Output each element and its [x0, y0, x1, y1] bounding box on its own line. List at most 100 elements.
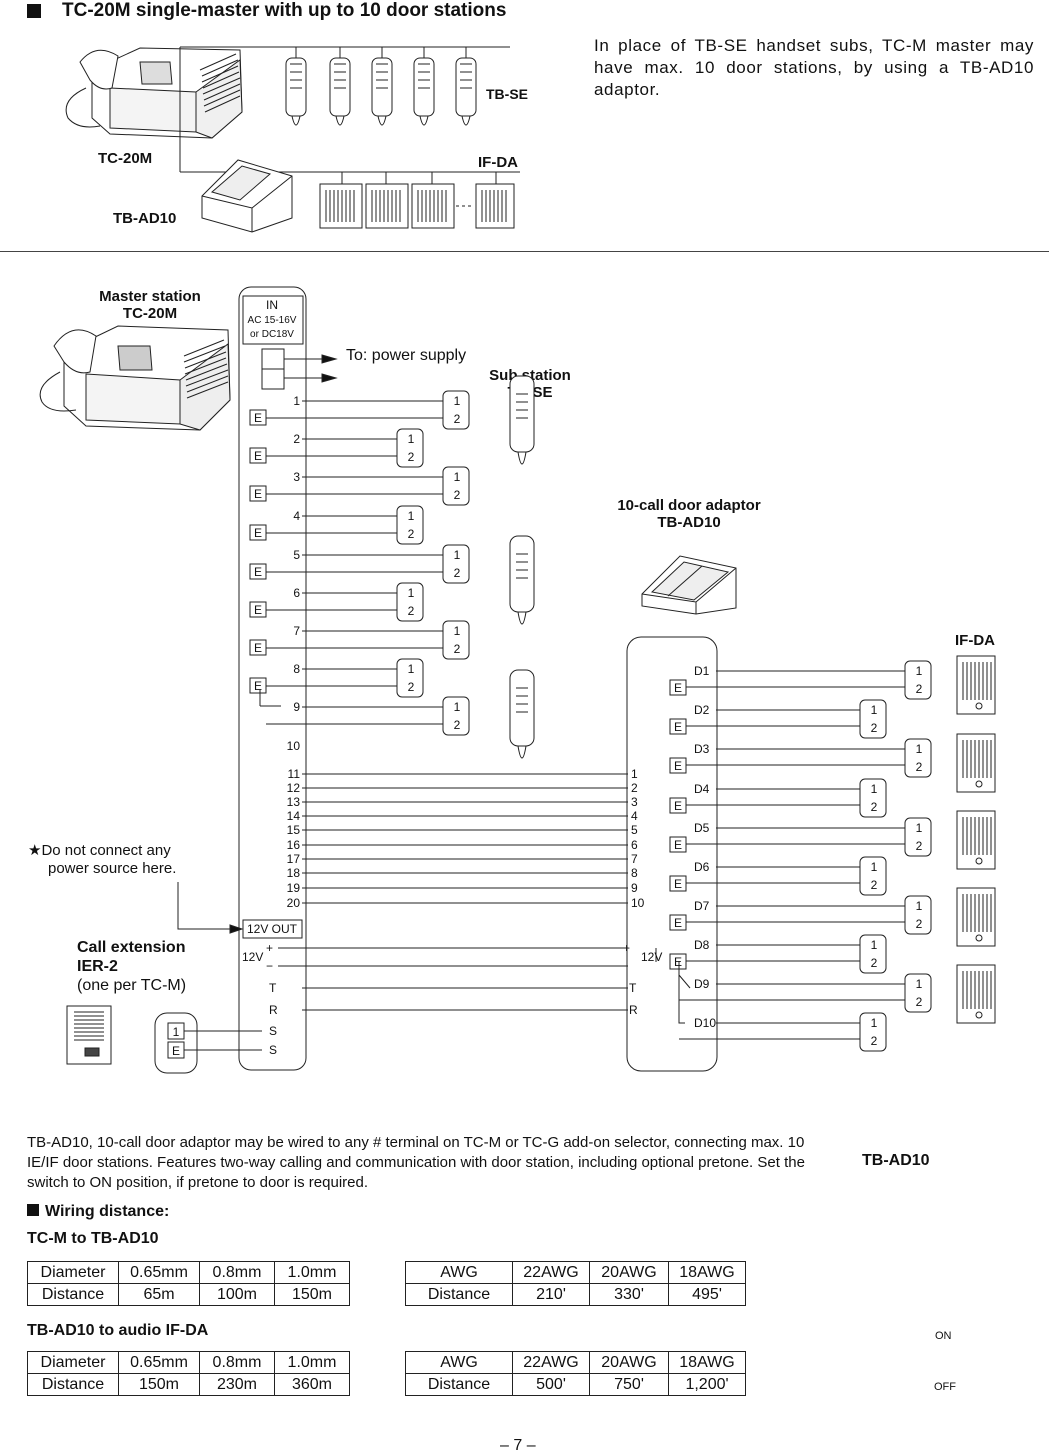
- master-terminal-12: 12: [287, 781, 301, 795]
- terminal-pair-box: [904, 660, 932, 700]
- pair-1: 1: [454, 394, 461, 408]
- pair-1: 1: [916, 664, 923, 678]
- adaptor-input-6: 6: [631, 838, 638, 852]
- door-station-button: [975, 702, 983, 710]
- pair-2: 2: [454, 718, 461, 732]
- handset-icon: [509, 669, 535, 747]
- e-marker-text: E: [674, 759, 682, 773]
- e-marker-text: E: [674, 681, 682, 695]
- master-terminal-16: 16: [287, 838, 301, 852]
- master-terminal-s: S: [269, 1024, 277, 1038]
- pair-1: 1: [408, 432, 415, 446]
- handset-icon-1: [285, 57, 307, 126]
- ifda-label: IF-DA: [955, 632, 995, 649]
- door-station-icon-1: [319, 183, 363, 229]
- door-terminal-d8: D8: [694, 938, 710, 952]
- master-terminal-2: 2: [293, 432, 300, 446]
- e-marker-text: E: [254, 565, 262, 579]
- terminal-pair-box: [904, 973, 932, 1013]
- terminal-pair-box: [859, 1012, 887, 1052]
- master-terminal-14: 14: [287, 809, 301, 823]
- pair-1: 1: [916, 821, 923, 835]
- out12v-label: 12V OUT: [247, 922, 298, 936]
- e-marker-text: E: [674, 799, 682, 813]
- pair-2: 2: [871, 956, 878, 970]
- overview-label-tc20m: TC-20M: [98, 150, 153, 167]
- distance-table-metric-1: Diameter 0.65mm 0.8mm 1.0mm Distance 65m…: [27, 1261, 350, 1306]
- terminal-pair-box: [442, 390, 470, 430]
- pair-1: 1: [871, 1016, 878, 1030]
- distance-table-metric-2: Diameter 0.65mm 0.8mm 1.0mm Distance 150…: [27, 1351, 350, 1396]
- terminal-pair-box: [904, 895, 932, 935]
- door-station-icon-4: [475, 183, 515, 229]
- pair-2: 2: [454, 566, 461, 580]
- door-station-button: [975, 857, 983, 865]
- door-terminal-d9: D9: [694, 977, 710, 991]
- terminal-pair-box: [859, 856, 887, 896]
- door-terminal-d5: D5: [694, 821, 710, 835]
- pair-2: 2: [454, 488, 461, 502]
- door-station-button: [975, 934, 983, 942]
- terminal-pair-box: [396, 658, 424, 698]
- terminal-pair-box: [859, 778, 887, 818]
- master-terminal-18: 18: [287, 866, 301, 880]
- master-terminal-5: 5: [293, 548, 300, 562]
- adaptor-12v-label: 12V: [641, 950, 662, 964]
- master-terminal-8: 8: [293, 662, 300, 676]
- adaptor-input-4: 4: [631, 809, 638, 823]
- pair-1: 1: [408, 586, 415, 600]
- star-icon: ★: [28, 842, 42, 859]
- master-terminal-11: 11: [288, 767, 301, 781]
- pair-2: 2: [871, 721, 878, 735]
- handset-cord: [517, 611, 527, 625]
- master-terminal-7: 7: [293, 624, 300, 638]
- handset-icon-2: [329, 57, 351, 126]
- adaptor-input-10: 10: [631, 896, 645, 910]
- switch-off-label: OFF: [934, 1381, 956, 1393]
- pair-1: 1: [408, 662, 415, 676]
- e-marker-text: E: [254, 526, 262, 540]
- in-box-text: or DC18V: [250, 329, 294, 340]
- handset-grille: [516, 553, 528, 579]
- handset-icon-5: [455, 57, 477, 126]
- handset-icon-3: [371, 57, 393, 126]
- master-terminal-15: 15: [287, 823, 301, 837]
- e-marker-text: E: [674, 877, 682, 891]
- handset-cord: [517, 451, 527, 465]
- pair-1: 1: [454, 700, 461, 714]
- pair-1: 1: [871, 703, 878, 717]
- door-terminal-d3: D3: [694, 742, 710, 756]
- distance-table-awg-2: AWG 22AWG 20AWG 18AWG Distance 500' 750'…: [405, 1351, 746, 1396]
- pair-2: 2: [454, 412, 461, 426]
- adaptor-drawing-icon: [641, 555, 737, 615]
- pair-2: 2: [916, 917, 923, 931]
- heading-bullet: [27, 1204, 39, 1216]
- section-divider: [0, 251, 1049, 252]
- overview-label-tbse: TB-SE: [486, 86, 528, 102]
- adaptor-terminal-t: T: [629, 981, 637, 995]
- overview-diagram: [65, 46, 520, 233]
- adaptor-label: 10-call door adaptor TB-AD10: [617, 497, 761, 531]
- to-power-label: To: power supply: [346, 347, 467, 364]
- door-station-grille: [962, 817, 992, 855]
- adaptor-terminal-block: [626, 636, 718, 1072]
- terminal-pair-box: [442, 620, 470, 660]
- e-marker-text: E: [254, 449, 262, 463]
- master-terminal-13: 13: [287, 795, 301, 809]
- adaptor-input-3: 3: [631, 795, 638, 809]
- terminal-pair-box: [859, 934, 887, 974]
- terminal-pair-box: [859, 699, 887, 739]
- master-terminal-4: 4: [293, 509, 300, 523]
- adaptor-input-2: 2: [631, 781, 638, 795]
- pair-2: 2: [408, 450, 415, 464]
- master-minus: −: [266, 959, 273, 973]
- terminal-pair-box: [442, 696, 470, 736]
- e-marker-text: E: [254, 411, 262, 425]
- master-terminal-1: 1: [293, 394, 300, 408]
- e-marker-text: E: [674, 916, 682, 930]
- overview-label-tbad10: TB-AD10: [113, 210, 177, 227]
- terminal-pair-box: [396, 428, 424, 468]
- master-terminal-6: 6: [293, 586, 300, 600]
- adaptor-input-5: 5: [631, 823, 638, 837]
- ier2-icon: [66, 1005, 112, 1065]
